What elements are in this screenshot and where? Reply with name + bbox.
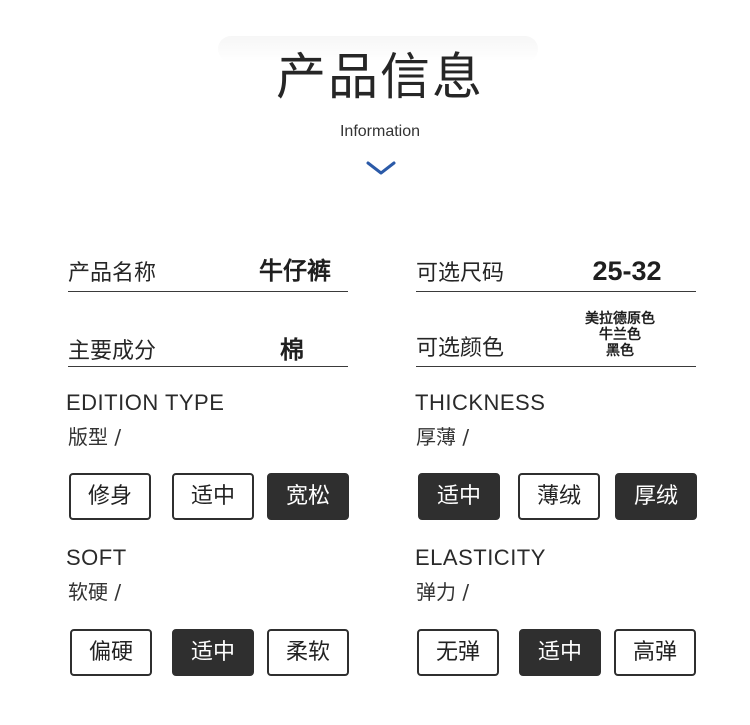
thickness-title-en: THICKNESS [415,390,546,415]
product-name-label: 产品名称 [68,261,157,286]
elasticity-title-cn: 弹力 / [416,580,470,604]
edition-option-slim[interactable]: 修身 [69,473,151,520]
product-name-value: 牛仔裤 [259,257,331,285]
page-subtitle: Information [339,123,421,140]
color-option: 牛兰色 [599,327,641,343]
color-option: 美拉德原色 [585,311,655,327]
edition-option-regular[interactable]: 适中 [172,473,254,520]
soft-option-hard[interactable]: 偏硬 [70,629,152,676]
elasticity-option-high[interactable]: 高弹 [614,629,696,676]
thickness-title-cn: 厚薄 / [416,425,470,449]
soft-option-soft[interactable]: 柔软 [267,629,349,676]
soft-option-medium[interactable]: 适中 [172,629,254,676]
edition-title-en: EDITION TYPE [66,390,225,415]
colors-label: 可选颜色 [416,336,505,361]
header-shadow [218,36,538,62]
sizes-value: 25-32 [592,256,662,286]
chevron-down-icon [366,161,396,175]
divider [416,366,696,367]
divider [416,291,696,292]
sizes-label: 可选尺码 [416,261,505,286]
elasticity-option-medium[interactable]: 适中 [519,629,601,676]
elasticity-title-en: ELASTICITY [415,545,546,570]
thickness-option-medium[interactable]: 适中 [418,473,500,520]
material-label: 主要成分 [68,339,157,364]
thickness-option-thin[interactable]: 薄绒 [518,473,600,520]
elasticity-option-none[interactable]: 无弹 [417,629,499,676]
page-title: 产品信息 [276,48,484,106]
colors-list: 美拉德原色 牛兰色 黑色 [572,311,668,359]
material-value: 棉 [280,336,304,364]
soft-title-en: SOFT [66,545,127,570]
divider [68,291,348,292]
divider [68,366,348,367]
color-option: 黑色 [606,343,634,359]
thickness-option-thick[interactable]: 厚绒 [615,473,697,520]
edition-option-loose[interactable]: 宽松 [267,473,349,520]
edition-title-cn: 版型 / [68,425,122,449]
soft-title-cn: 软硬 / [68,580,122,604]
